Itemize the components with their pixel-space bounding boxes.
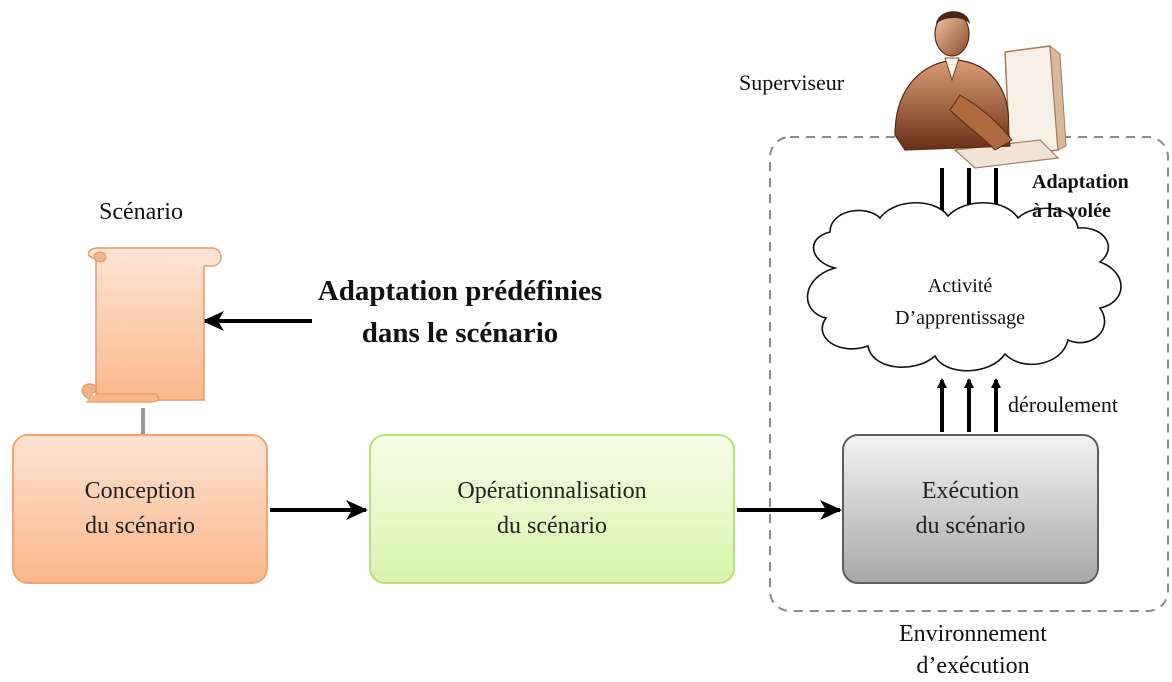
operationnalisation-line1: Opérationnalisation	[457, 478, 647, 505]
conception-line2: du scénario	[85, 513, 195, 539]
on-the-fly-adaptation-line1: Adaptation	[1032, 171, 1129, 193]
environment-label-line1: Environnement	[899, 621, 1047, 647]
operationnalisation-box: Opérationnalisation du scénario	[369, 434, 735, 584]
scenario-label: Scénario	[99, 199, 183, 225]
execution-line2: du scénario	[915, 513, 1026, 539]
supervisor-label: Superviseur	[739, 70, 845, 95]
predefined-adaptation-line2: dans le scénario	[361, 317, 559, 349]
operationnalisation-line2: du scénario	[497, 513, 607, 539]
scroll-icon	[81, 247, 222, 403]
predefined-adaptation-label: Adaptation prédéfinies dans le scénario	[290, 270, 630, 354]
activity-label: Activité D’apprentissage	[840, 270, 1080, 334]
on-the-fly-adaptation-line2: à la volée	[1032, 200, 1111, 222]
execution-box: Exécution du scénario	[842, 434, 1099, 584]
person-at-computer-icon	[894, 11, 1067, 169]
arrows-execution-to-activity	[937, 378, 1001, 432]
activity-label-line2: D’apprentissage	[895, 307, 1025, 329]
progress-label: déroulement	[1008, 392, 1118, 417]
on-the-fly-adaptation-label: Adaptation à la volée	[1032, 168, 1129, 226]
environment-label-line2: d’exécution	[916, 653, 1030, 679]
activity-label-line1: Activité	[927, 275, 993, 297]
activity-cloud-shape	[806, 201, 1122, 372]
environment-label: Environnement d’exécution	[868, 618, 1078, 682]
conception-box: Conception du scénario	[12, 434, 268, 584]
conception-line1: Conception	[84, 478, 196, 505]
predefined-adaptation-line1: Adaptation prédéfinies	[317, 275, 603, 307]
execution-line1: Exécution	[921, 478, 1020, 505]
